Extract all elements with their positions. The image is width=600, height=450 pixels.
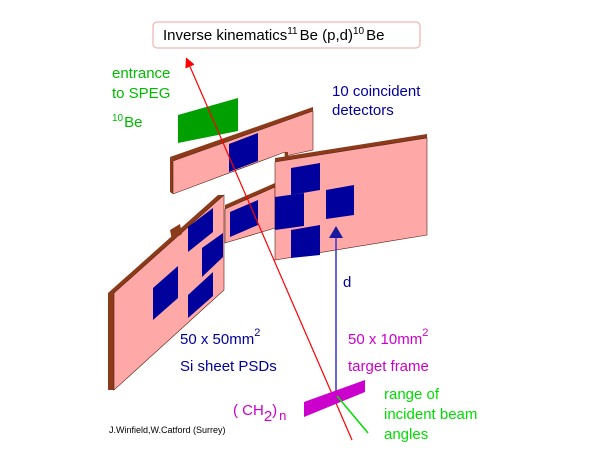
- target-name-label: target frame: [348, 358, 429, 375]
- psd-size-label: 50 x 50mm2: [180, 327, 260, 348]
- psd-square: [291, 163, 320, 195]
- entrance-label: entrance: [112, 65, 170, 82]
- detectors-label: 10 coincident detectors: [332, 83, 425, 119]
- ch2-label: ( CH2)n: [233, 402, 286, 425]
- psd-square: [275, 193, 304, 230]
- top-detector-strip: [170, 107, 314, 195]
- title-text: Inverse kinematics: [163, 27, 287, 44]
- middle-detector-strip: [170, 183, 276, 244]
- target-frame: [304, 380, 365, 417]
- credit-text: J.Winfield,W.Catford (Surrey): [109, 425, 226, 435]
- psd-square: [326, 185, 354, 219]
- psd-square: [229, 133, 258, 172]
- psd-square: [230, 200, 258, 237]
- psd-square: [202, 233, 223, 277]
- right-detector-panel: [274, 134, 428, 261]
- beam-arrow: [185, 57, 353, 441]
- psd-square: [291, 225, 320, 258]
- speg-entrance: [178, 98, 238, 143]
- d-label: d: [343, 274, 351, 291]
- svg-text:entrance to SPEG: entrance to SPEG: [112, 65, 175, 102]
- target-size-label: 50 x 10mm2: [348, 327, 428, 348]
- psd-name-label: Si sheet PSDs: [180, 358, 277, 375]
- left-detector-panel: [108, 194, 225, 391]
- psd-square: [188, 272, 213, 318]
- incident-angle-line: [336, 395, 369, 434]
- range-label: range of incident beam angles: [384, 386, 482, 443]
- psd-square: [153, 266, 178, 320]
- psd-square: [188, 208, 213, 252]
- be10-label: 10Be: [112, 113, 142, 131]
